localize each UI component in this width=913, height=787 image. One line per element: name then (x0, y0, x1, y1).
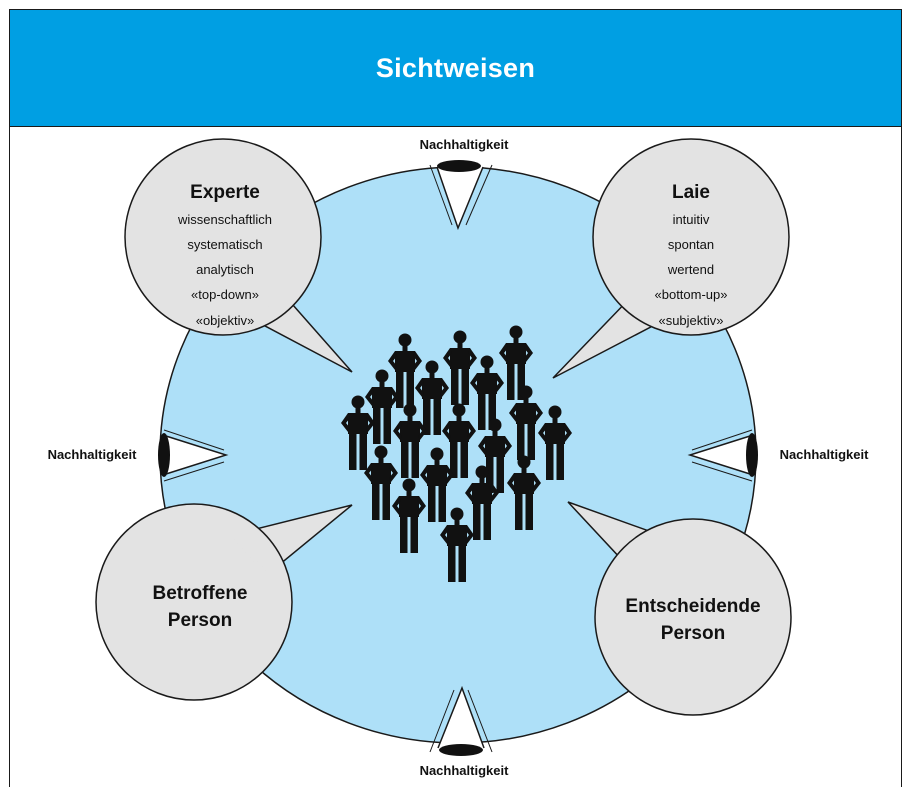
bubble-entscheidende-line: Entscheidende (625, 596, 760, 617)
bubble-experte-line: systematisch (187, 237, 262, 252)
bubble-laie-line: intuitiv (673, 212, 710, 227)
bubble-experte: Experte wissenschaftlich systematisch an… (124, 138, 353, 373)
bubble-entscheidende-line: Person (661, 623, 725, 644)
eye-left-icon: Nachhaltigkeit (48, 429, 229, 482)
bubble-betroffene-line: Betroffene (152, 583, 247, 604)
bubble-laie-line: «bottom-up» (655, 287, 728, 302)
bubble-experte-line: «top-down» (191, 287, 259, 302)
eye-left-label: Nachhaltigkeit (48, 447, 138, 462)
bubble-entscheidende-person: Entscheidende Person (567, 501, 792, 716)
eye-bottom-label: Nachhaltigkeit (420, 763, 510, 778)
eye-top-label: Nachhaltigkeit (420, 137, 510, 152)
bubble-experte-line: wissenschaftlich (177, 212, 272, 227)
bubble-laie-title: Laie (672, 182, 710, 203)
bubble-laie-line: «subjektiv» (658, 313, 723, 328)
bubble-betroffene-person: Betroffene Person (95, 503, 353, 701)
bubble-experte-title: Experte (190, 182, 260, 203)
bubble-laie: Laie intuitiv spontan wertend «bottom-up… (552, 138, 790, 379)
bubble-experte-line: analytisch (196, 262, 254, 277)
bubble-laie-line: wertend (667, 262, 714, 277)
eye-right-icon: Nachhaltigkeit (687, 429, 870, 482)
eye-bottom-icon: Nachhaltigkeit (420, 685, 510, 778)
diagram-title: Sichtweisen (375, 52, 536, 83)
title-bar: Sichtweisen (10, 10, 901, 127)
bubble-betroffene-line: Person (168, 610, 232, 631)
bubble-experte-line: «objektiv» (196, 313, 255, 328)
eye-top-icon: Nachhaltigkeit (420, 137, 510, 231)
bubble-laie-line: spontan (668, 237, 714, 252)
eye-right-label: Nachhaltigkeit (780, 447, 870, 462)
